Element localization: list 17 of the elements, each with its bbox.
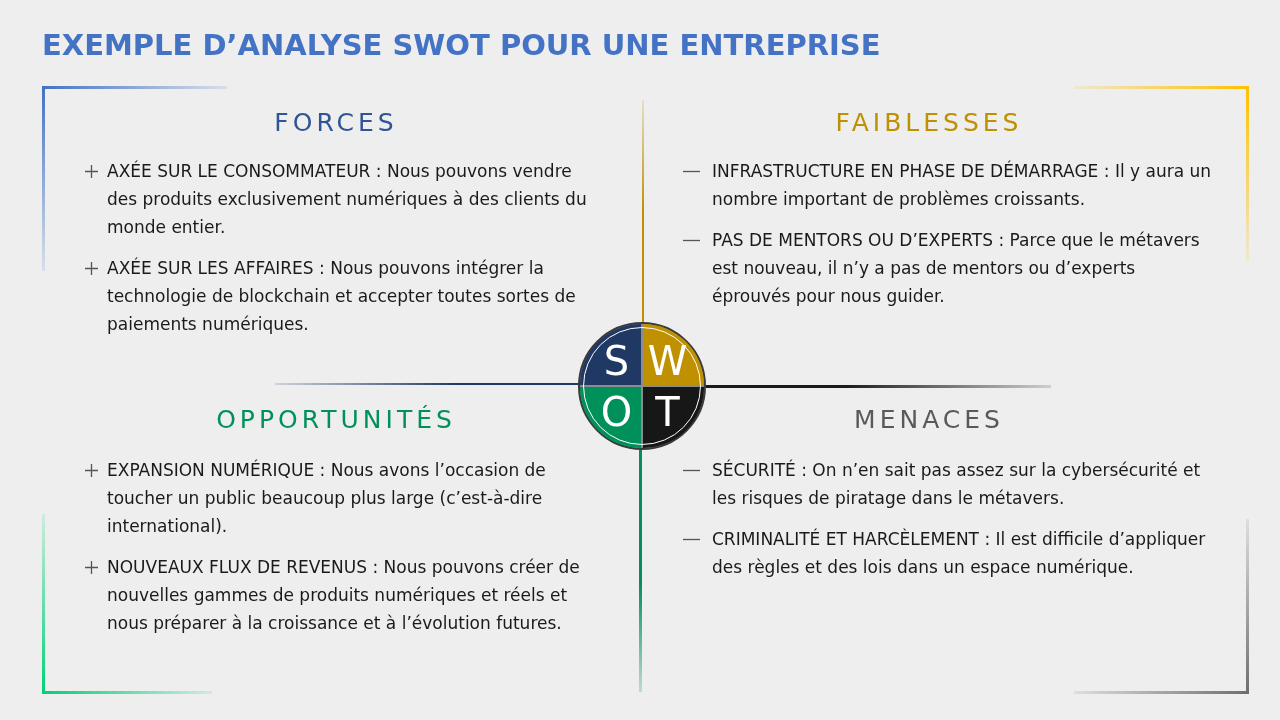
- bullet-text: EXPANSION NUMÉRIQUE : Nous avons l’occasion de toucher un public beaucoup plus large (c’est-à-dire international).: [107, 458, 547, 538]
- quadrant-heading: MENACES: [854, 405, 1004, 435]
- bullet-text: AXÉE SUR LES AFFAIRES : Nous pouvons intégrer la technologie de blockchain et accepter toutes sortes de paiements numériques.: [107, 256, 577, 336]
- bullet-text: PAS DE MENTORS OU D’EXPERTS : Parce que le métavers est nouveau, il n’y a pas de mentors ou d’experts éprouvés pour nous guider.: [712, 229, 1201, 308]
- quadrant-heading: FORCES: [274, 108, 398, 138]
- bullet-text: NOUVEAUX FLUX DE REVENUS : Nous pouvons créer de nouvelles gammes de produits numériques et réels et nous préparer à la croissance et à l’évolution futures.: [107, 556, 581, 635]
- bullet-text: AXÉE SUR LE CONSOMMATEUR : Nous pouvons vendre des produits exclusivement numériques à des clients du monde entier.: [107, 159, 588, 239]
- quadrant-heading: OPPORTUNITÉS: [216, 405, 456, 435]
- segment-letter: S: [603, 340, 630, 381]
- segment-letter: O: [600, 391, 633, 432]
- segment-letter: T: [655, 391, 680, 432]
- bullet-text: INFRASTRUCTURE EN PHASE DE DÉMARRAGE : Il y aura un nombre important de problèmes croissants.: [712, 159, 1212, 211]
- page-title: EXEMPLE D’ANALYSE SWOT POUR UNE ENTREPRISE: [42, 27, 881, 63]
- quadrant-heading: FAIBLESSES: [835, 108, 1023, 138]
- bullet-text: SÉCURITÉ : On n’en sait pas assez sur la cybersécurité et les risques de piratage dans le métavers.: [712, 458, 1202, 510]
- bullet-text: CRIMINALITÉ ET HARCÈLEMENT : Il est difficile d’appliquer des règles et des lois dans un espace numérique.: [712, 527, 1207, 579]
- segment-letter: W: [647, 340, 688, 381]
